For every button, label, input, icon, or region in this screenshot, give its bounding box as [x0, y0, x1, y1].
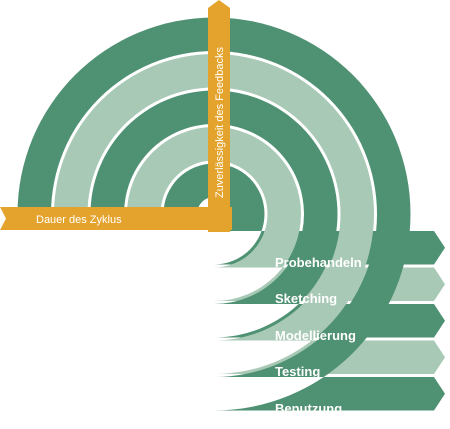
spiral-band-testing — [54, 54, 445, 374]
band-labels: Probehandeln Sketching Modellierung Test… — [275, 255, 362, 416]
spiral-band-modellierung — [90, 90, 445, 338]
band-label-probehandeln: Probehandeln — [275, 255, 362, 270]
feedback-reliability-axis-arrow — [208, 0, 230, 232]
band-label-benutzung: Benutzung — [275, 401, 342, 416]
feedback-reliability-axis-label: Zuverlässigkeit des Feedbacks — [214, 46, 226, 198]
spiral-band-sketching — [127, 127, 445, 301]
axes-layer: Dauer des Zyklus Zuverlässigkeit des Fee… — [0, 0, 232, 232]
bands-layer — [17, 17, 445, 411]
band-label-sketching: Sketching — [275, 291, 337, 306]
band-label-testing: Testing — [275, 364, 320, 379]
cycle-duration-axis — [0, 207, 232, 230]
spiral-band-probehandeln — [163, 163, 445, 265]
band-label-modellierung: Modellierung — [275, 328, 356, 343]
cycle-duration-axis-label: Dauer des Zyklus — [36, 214, 122, 226]
